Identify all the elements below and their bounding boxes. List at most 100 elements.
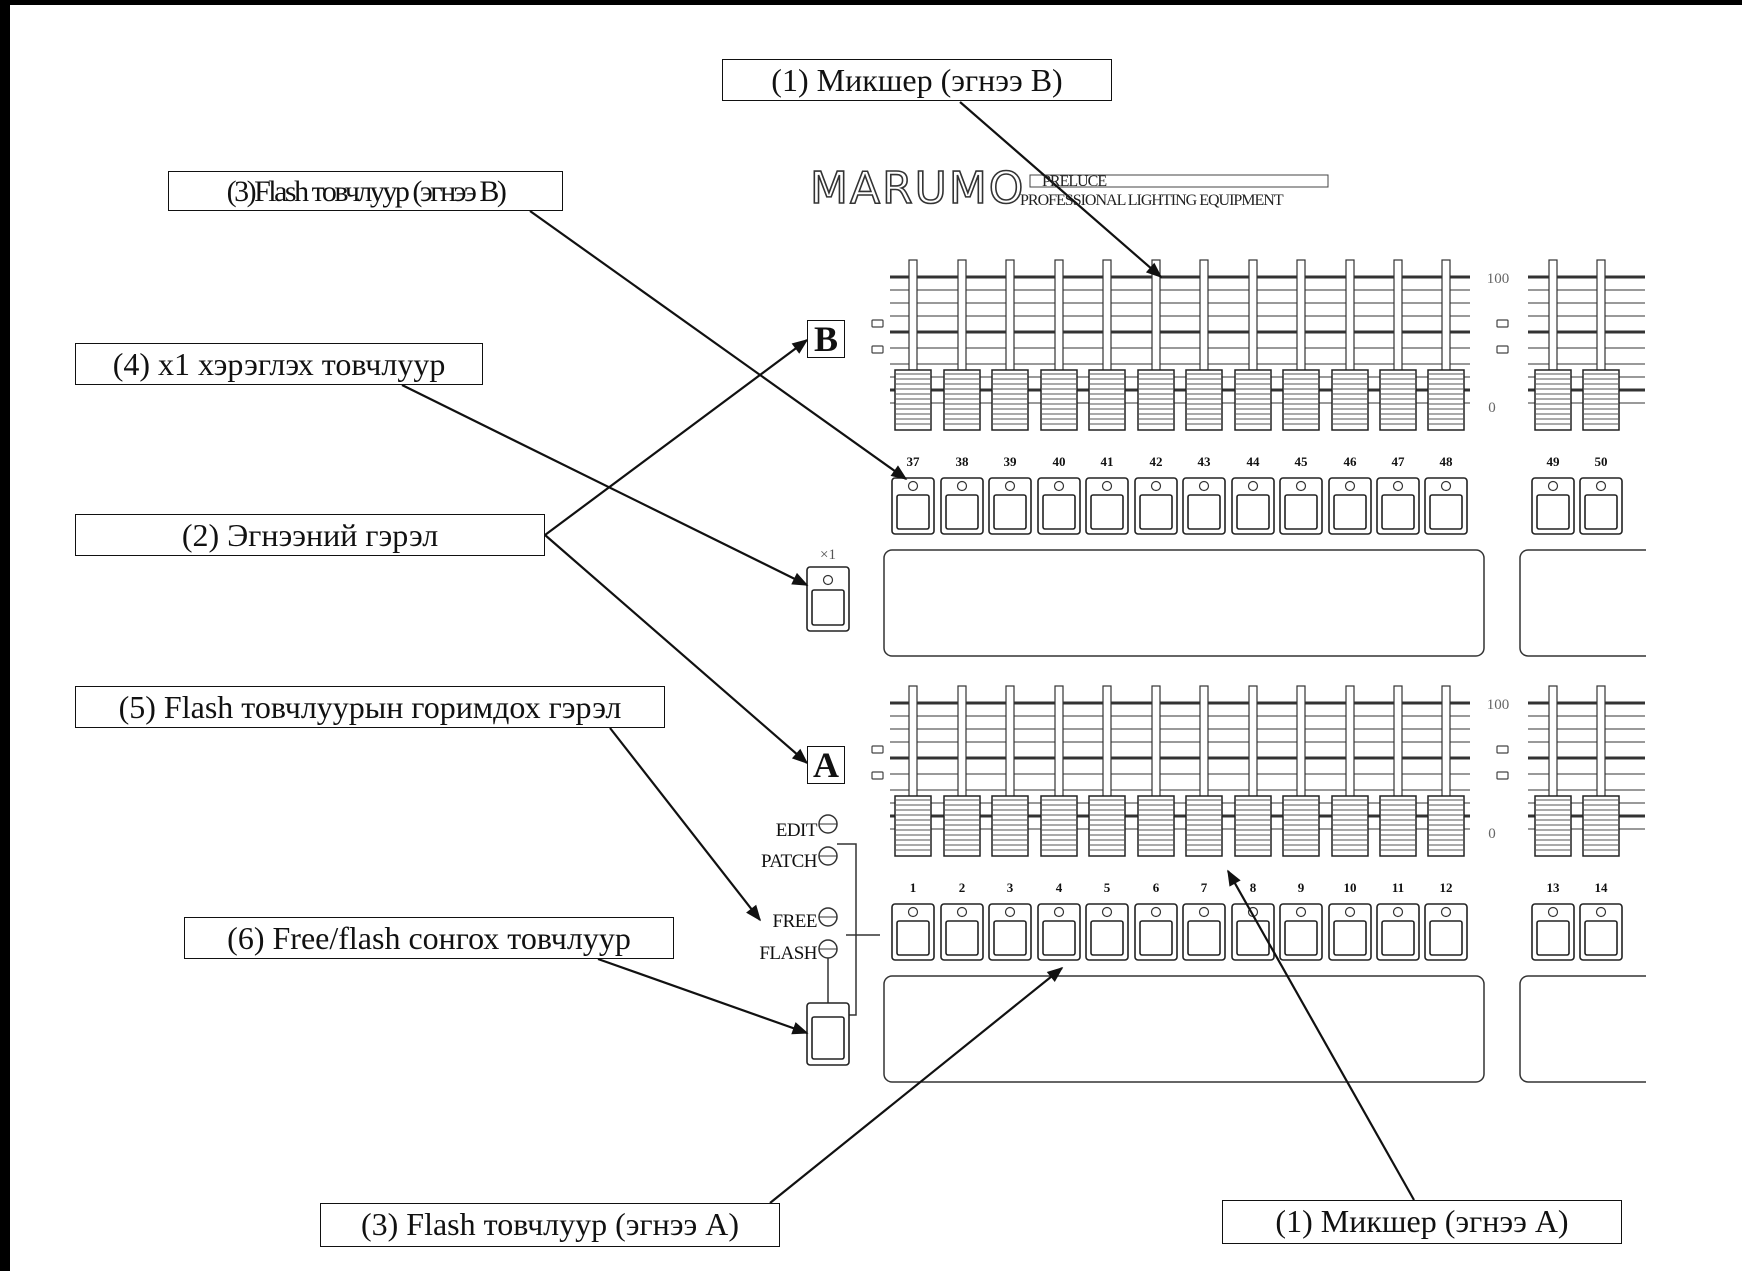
- fader-knob-body: [1040, 795, 1078, 857]
- flash-button-a-4[interactable]: [1037, 903, 1081, 961]
- flash-button-a-12[interactable]: [1424, 903, 1468, 961]
- fader-knob-a-2: [943, 795, 981, 857]
- flash-button-a-13[interactable]: [1531, 903, 1575, 961]
- flash-button-key: [993, 494, 1027, 530]
- scale-max-label: 100: [1487, 697, 1510, 713]
- scribble-strip-right-b: [1519, 549, 1661, 657]
- flash-button-key: [1042, 494, 1076, 530]
- flash-button-b-40[interactable]: [1037, 477, 1081, 535]
- flash-button-key: [896, 494, 930, 530]
- brand-logo: MARUMO: [809, 162, 1026, 215]
- fader-knob-body: [1534, 369, 1572, 431]
- fader-knob-b-45: [1282, 369, 1320, 431]
- flash-button-a-1[interactable]: [891, 903, 935, 961]
- fader-knob-b-48: [1427, 369, 1465, 431]
- fader-knob-b-39: [991, 369, 1029, 431]
- fader-knob-b-37: [894, 369, 932, 431]
- channel-number-a-2: 2: [959, 880, 966, 895]
- channel-number-a-7: 7: [1201, 880, 1208, 895]
- flash-button-b-50[interactable]: [1579, 477, 1623, 535]
- scribble-strip-b: [883, 549, 1485, 657]
- channel-number-a-8: 8: [1250, 880, 1257, 895]
- scale-min-label: 0: [1488, 400, 1496, 416]
- flash-button-a-7[interactable]: [1182, 903, 1226, 961]
- fader-knob-body: [1088, 369, 1126, 431]
- flash-button-led: [1595, 906, 1607, 918]
- fader-knob-body: [991, 795, 1029, 857]
- flash-button-a-9[interactable]: [1279, 903, 1323, 961]
- callout-free-flash-select: (6) Free/flash сонгох товчлуур: [184, 917, 674, 959]
- channel-number-b-49: 49: [1547, 454, 1561, 469]
- x1-button[interactable]: [806, 566, 850, 632]
- brand-subtitle: PROFESSIONAL LIGHTING EQUIPMENT: [1020, 192, 1284, 209]
- flash-button-b-42[interactable]: [1134, 477, 1178, 535]
- flash-button-b-49[interactable]: [1531, 477, 1575, 535]
- flash-button-b-44[interactable]: [1231, 477, 1275, 535]
- flash-button-a-6[interactable]: [1134, 903, 1178, 961]
- flash-button-led: [1004, 906, 1016, 918]
- panel-clip: [1646, 966, 1706, 1086]
- flash-button-b-39[interactable]: [988, 477, 1032, 535]
- logo-rule: [1029, 174, 1329, 188]
- flash-button-led: [1247, 480, 1259, 492]
- section-label-a: A: [807, 746, 845, 784]
- fader-knob-a-9: [1282, 795, 1320, 857]
- flash-button-b-46[interactable]: [1328, 477, 1372, 535]
- flash-button-led: [956, 906, 968, 918]
- flash-button-b-47[interactable]: [1376, 477, 1420, 535]
- flash-button-led: [1392, 480, 1404, 492]
- flash-button-key: [1584, 920, 1618, 956]
- flash-button-key: [1284, 494, 1318, 530]
- channel-number-a-12: 12: [1440, 880, 1453, 895]
- flash-button-b-48[interactable]: [1424, 477, 1468, 535]
- channel-number-b-47: 47: [1392, 454, 1406, 469]
- flash-button-key: [1429, 920, 1463, 956]
- mode-label-edit: EDIT: [775, 820, 818, 841]
- fader-knob-a-8: [1234, 795, 1272, 857]
- fader-knob-b-50: [1582, 369, 1620, 431]
- flash-button-b-38[interactable]: [940, 477, 984, 535]
- row-led: [1496, 771, 1509, 780]
- flash-button-b-45[interactable]: [1279, 477, 1323, 535]
- row-led: [871, 319, 884, 328]
- fader-knob-a-12: [1427, 795, 1465, 857]
- channel-number-b-38: 38: [956, 454, 970, 469]
- flash-button-b-43[interactable]: [1182, 477, 1226, 535]
- flash-button-a-2[interactable]: [940, 903, 984, 961]
- flash-button-key: [945, 920, 979, 956]
- flash-button-b-37[interactable]: [891, 477, 935, 535]
- flash-button-a-10[interactable]: [1328, 903, 1372, 961]
- row-led: [871, 345, 884, 354]
- channel-number-b-50: 50: [1595, 454, 1608, 469]
- flash-button-a-5[interactable]: [1085, 903, 1129, 961]
- channel-number-a-10: 10: [1344, 880, 1357, 895]
- section-label-b: B: [807, 320, 845, 358]
- channel-number-b-37: 37: [907, 454, 921, 469]
- flash-button-a-8[interactable]: [1231, 903, 1275, 961]
- x1-button-led: [822, 574, 834, 586]
- channel-number-b-43: 43: [1198, 454, 1212, 469]
- fader-knob-a-1: [894, 795, 932, 857]
- free-flash-select-button[interactable]: [806, 1002, 850, 1066]
- brand-model: PRELUCE: [1042, 173, 1107, 190]
- mode-label-free: FREE: [772, 911, 818, 932]
- flash-button-led: [907, 906, 919, 918]
- channel-number-a-4: 4: [1056, 880, 1063, 895]
- row-led: [1496, 345, 1509, 354]
- flash-button-led: [1440, 906, 1452, 918]
- fader-knob-body: [894, 795, 932, 857]
- flash-button-led: [1101, 906, 1113, 918]
- channel-number-a-13: 13: [1547, 880, 1561, 895]
- callout-flash-b: (3)Flash товчлуур (эгнээ B): [168, 171, 563, 211]
- flash-button-a-3[interactable]: [988, 903, 1032, 961]
- channel-number-a-14: 14: [1595, 880, 1609, 895]
- flash-button-led: [907, 480, 919, 492]
- fader-knob-b-41: [1088, 369, 1126, 431]
- flash-button-key: [1090, 494, 1124, 530]
- callout-mixer-a: (1) Микшер (эгнээ A): [1222, 1200, 1622, 1244]
- flash-button-a-11[interactable]: [1376, 903, 1420, 961]
- flash-button-b-41[interactable]: [1085, 477, 1129, 535]
- fader-knob-b-49: [1534, 369, 1572, 431]
- flash-button-a-14[interactable]: [1579, 903, 1623, 961]
- channel-number-b-42: 42: [1150, 454, 1163, 469]
